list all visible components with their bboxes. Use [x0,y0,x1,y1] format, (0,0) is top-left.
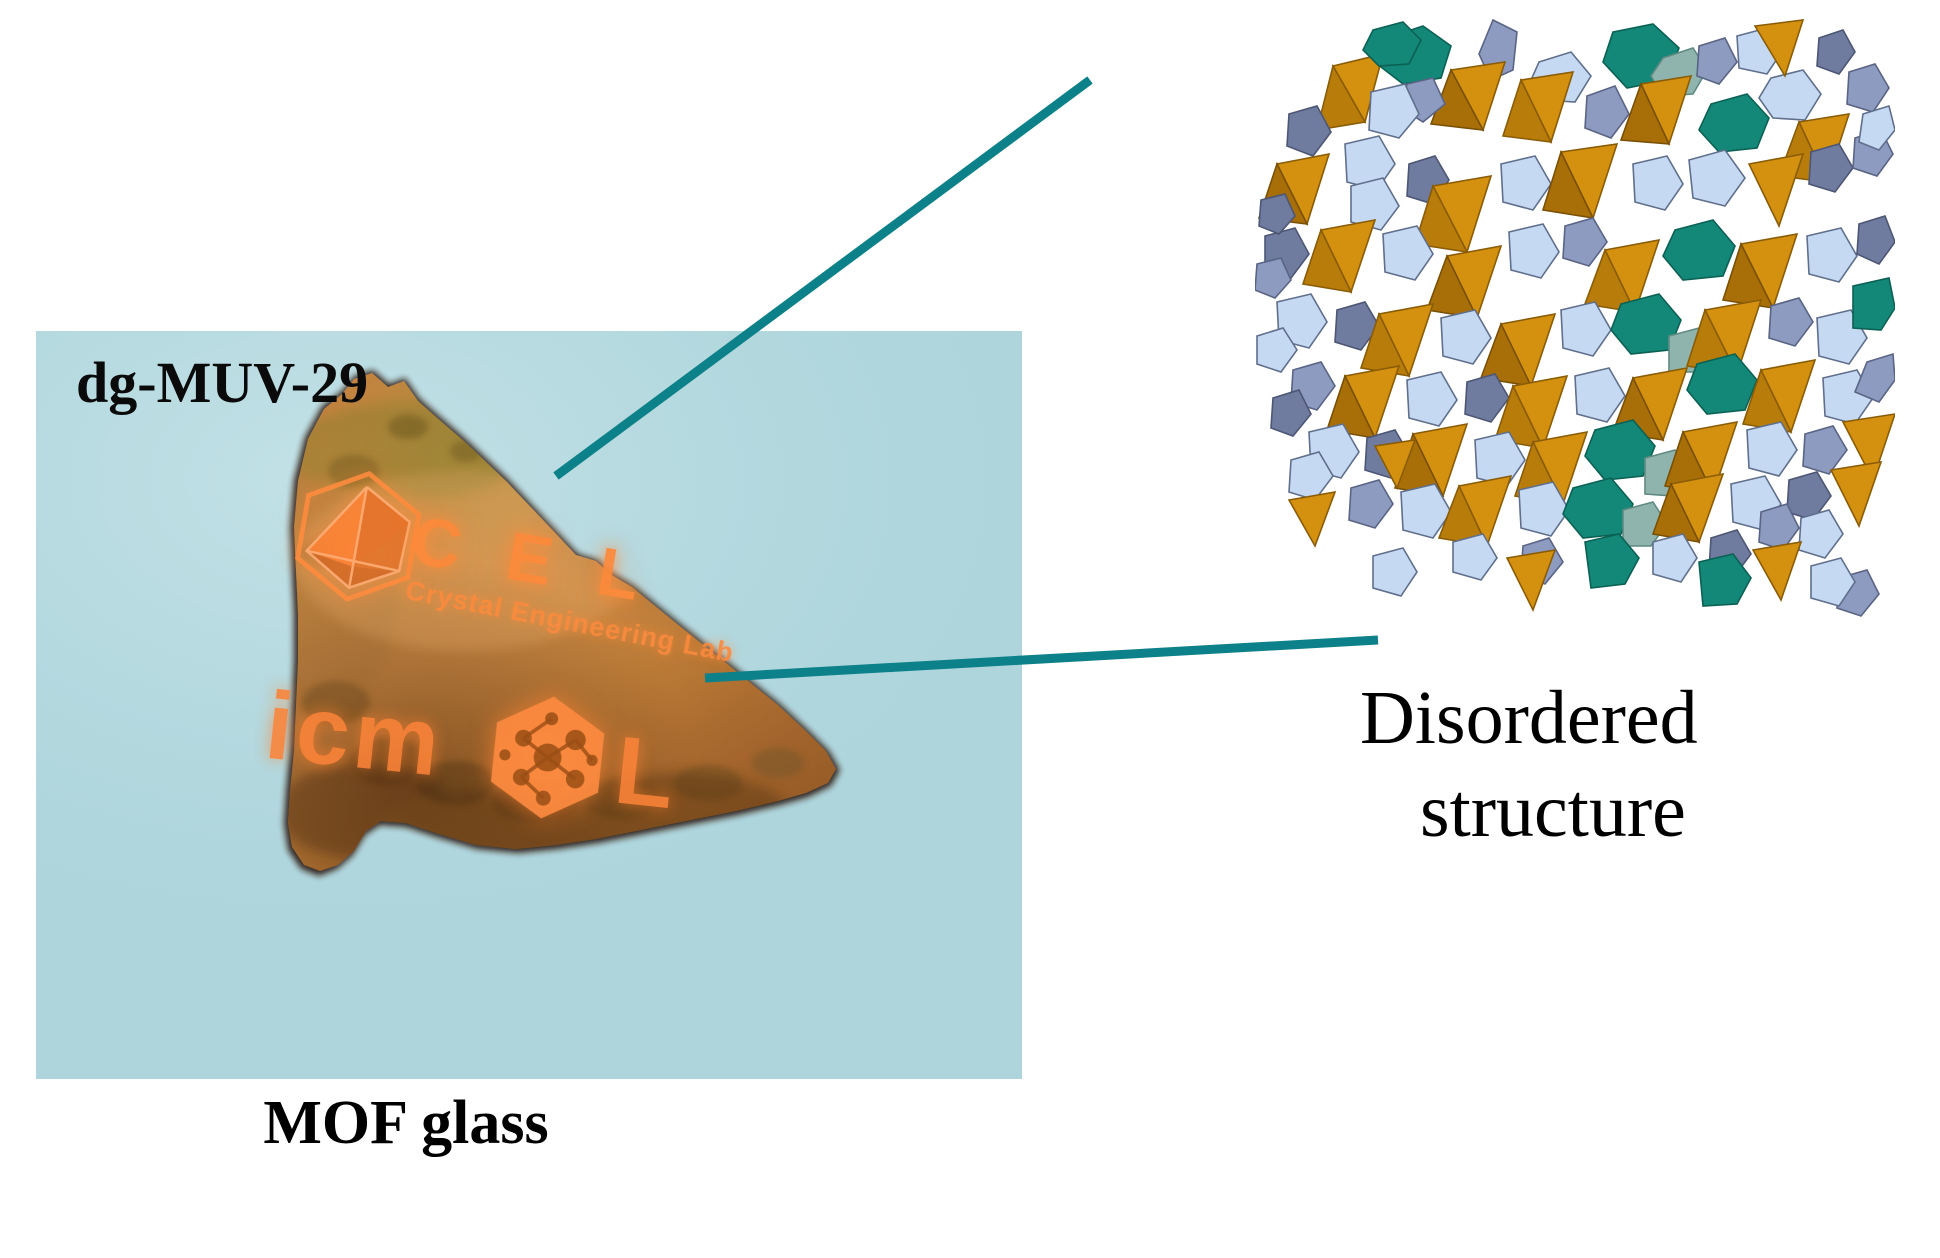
caption-line-2: structure [1420,768,1686,853]
caption-line-1: Disordered [1360,676,1698,760]
sample-label: dg-MUV-29 [76,350,369,415]
glass-body [288,373,836,871]
polyhedra-cluster: .tA{fill:#d4900f;stroke:#8a5c06;stroke-w… [1255,18,1895,628]
mof-glass-caption: MOF glass [263,1089,549,1157]
polyhedra-group [1255,18,1895,617]
disordered-structure-caption: Disordered structure [1360,672,1920,857]
mof-glass-photograph: C E L Crystal Engineering Lab icm [36,331,1022,1079]
glass-fragment [36,331,1022,1079]
